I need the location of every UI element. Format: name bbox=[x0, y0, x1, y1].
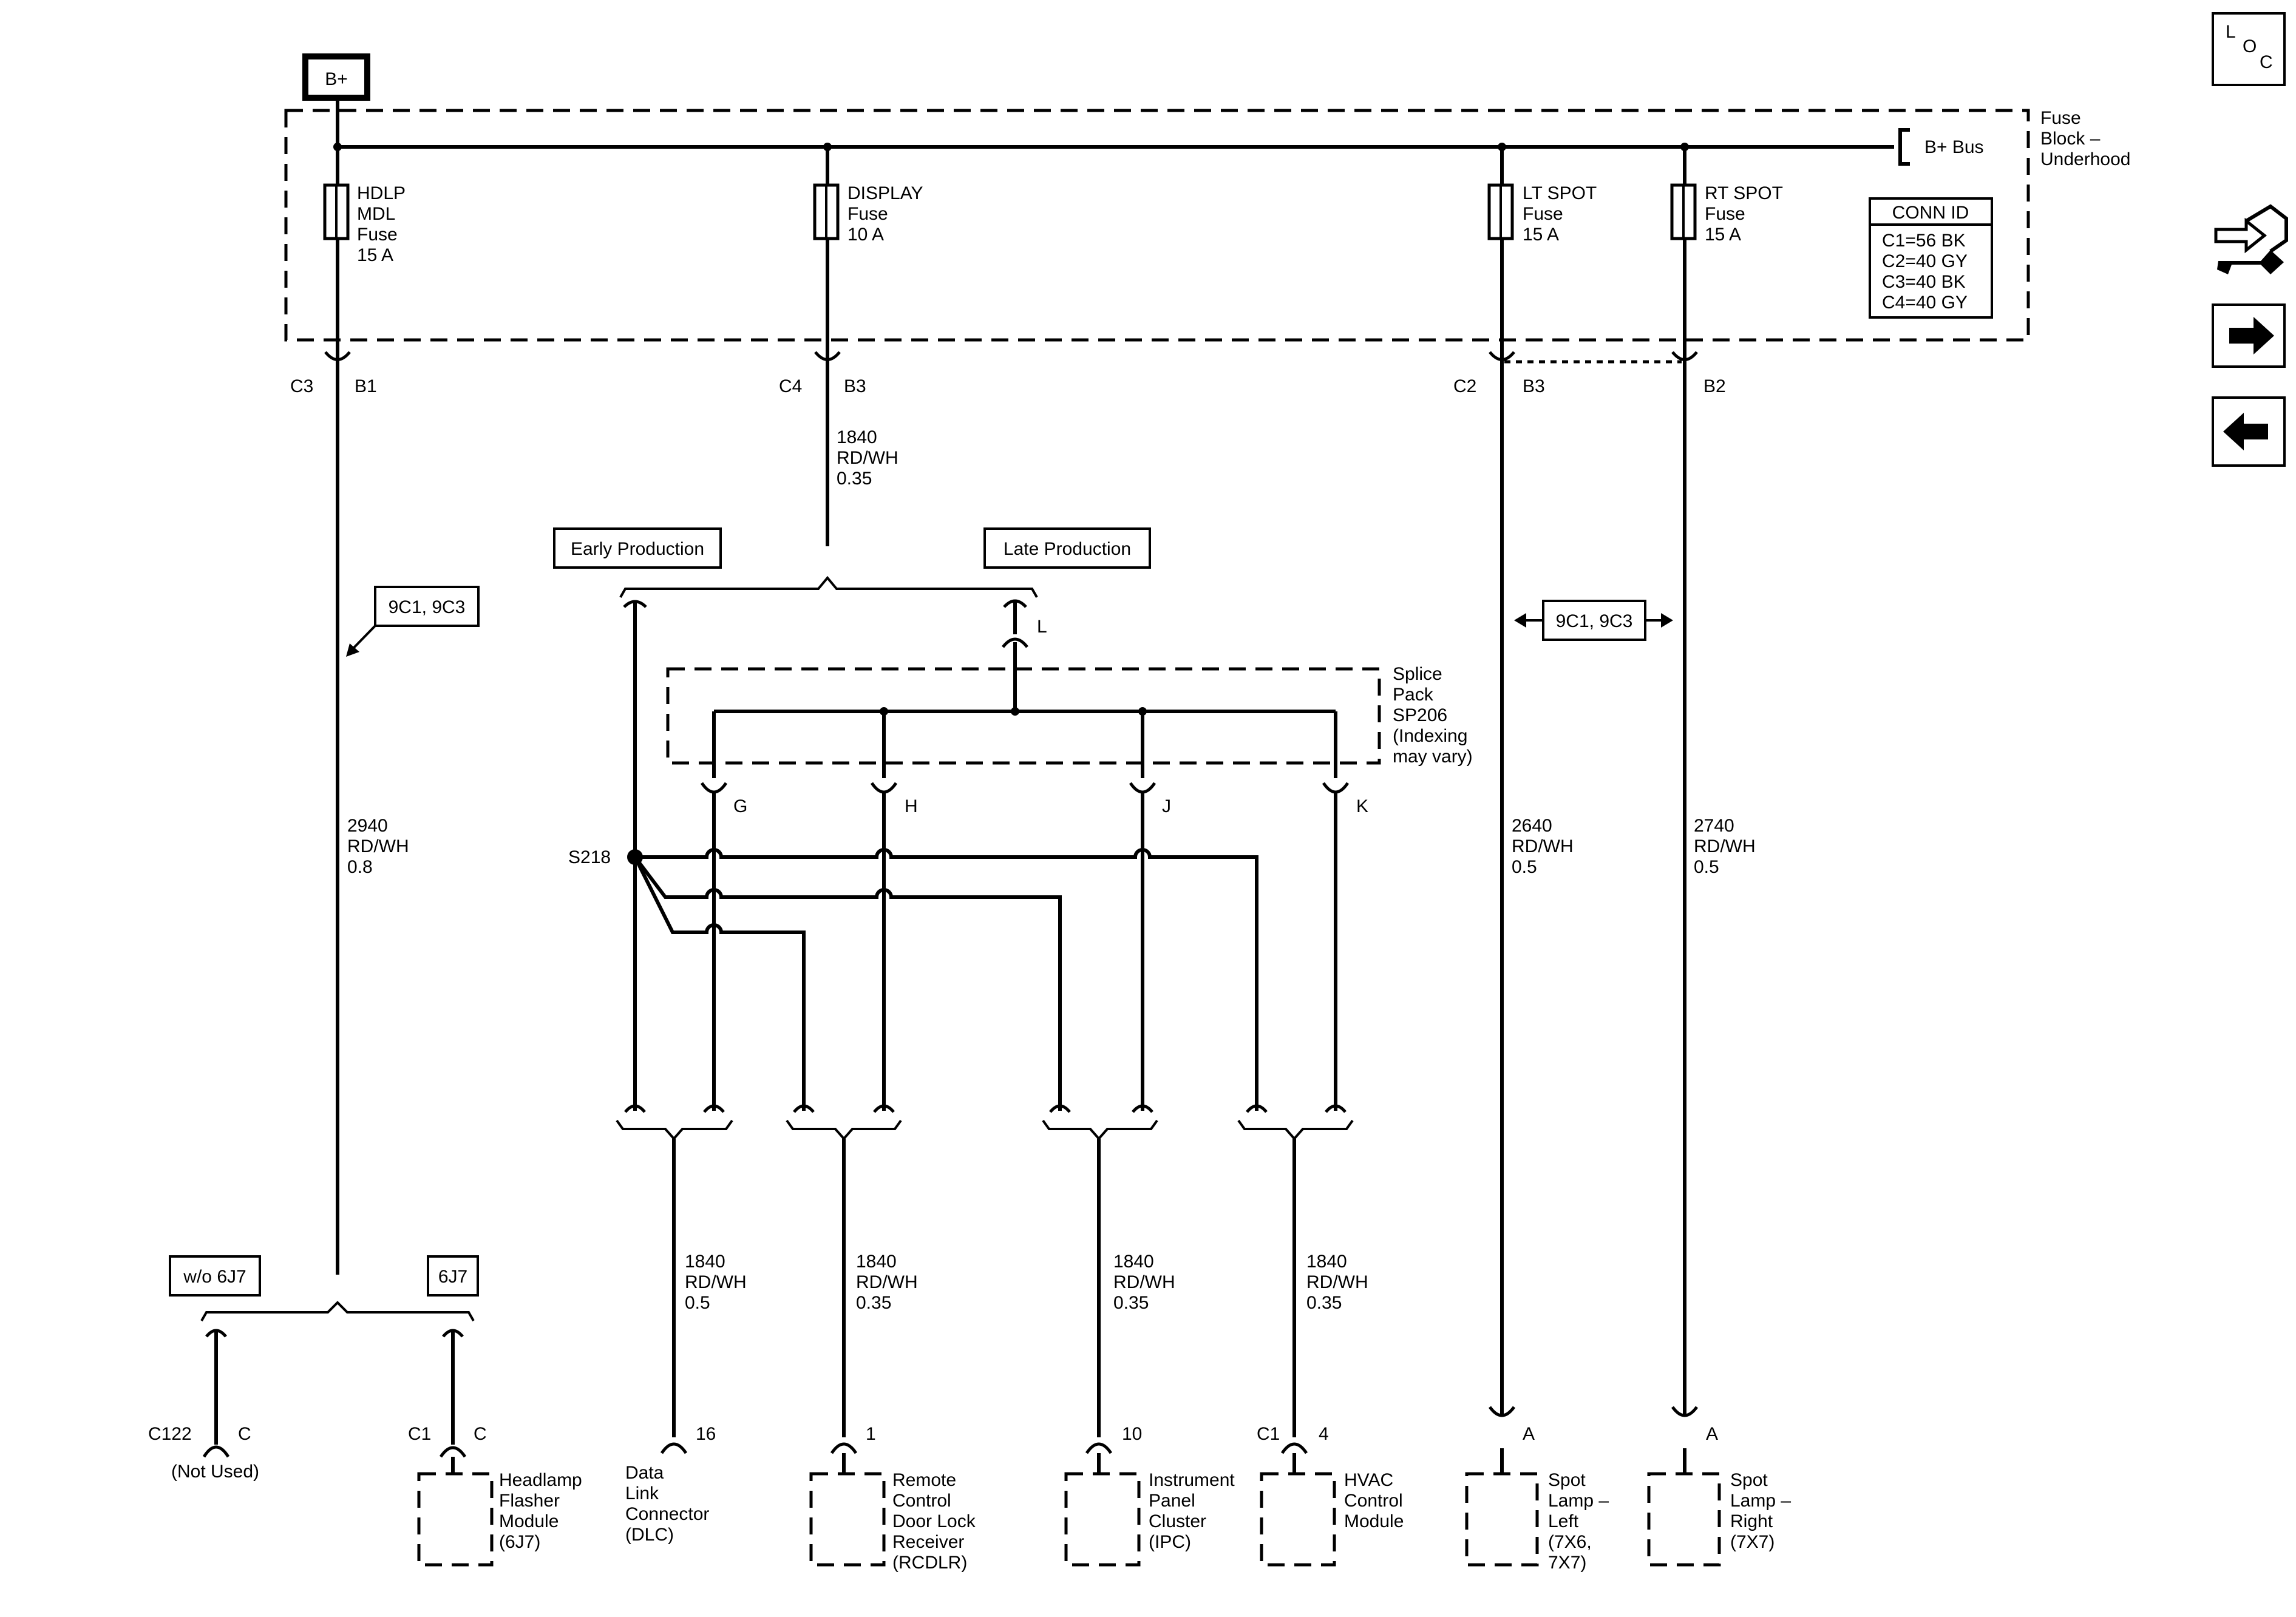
svg-text:Early Production: Early Production bbox=[571, 539, 704, 559]
previous-page-button[interactable] bbox=[2212, 396, 2286, 467]
conn-id-title: CONN ID bbox=[1892, 203, 1969, 223]
connector-k: K bbox=[1322, 782, 1368, 816]
connector-c1-headlamp-label: C1 bbox=[408, 1424, 431, 1444]
connector-l-label: L bbox=[1037, 617, 1047, 637]
connector-b3-label: B3 bbox=[844, 376, 866, 396]
svg-text:A: A bbox=[1523, 1424, 1535, 1444]
connector-c4-label: C4 bbox=[779, 376, 802, 396]
svg-text:16: 16 bbox=[696, 1424, 716, 1444]
svg-text:G: G bbox=[733, 796, 747, 816]
svg-text:K: K bbox=[1356, 796, 1368, 816]
svg-text:10: 10 bbox=[1122, 1424, 1142, 1444]
splice-s218-label: S218 bbox=[568, 847, 611, 867]
connector-views-icon-button[interactable] bbox=[2214, 204, 2288, 274]
option-6j7: 6J7 bbox=[427, 1255, 479, 1297]
reference-9c1-9c3-left[interactable]: 9C1, 9C3 bbox=[346, 586, 480, 657]
svg-text:C1: C1 bbox=[1257, 1424, 1280, 1444]
component-not-used: (Not Used) bbox=[171, 1462, 259, 1482]
svg-text:1: 1 bbox=[866, 1424, 876, 1444]
connector-h: H bbox=[870, 782, 918, 816]
conn-id-c4: C4=40 GY bbox=[1882, 293, 1968, 313]
connector-b2-label: B2 bbox=[1703, 376, 1726, 396]
splice-pack-sp206 bbox=[666, 667, 1381, 765]
connector-c3-label: C3 bbox=[290, 376, 313, 396]
connector-c2-b3: C2 B3 bbox=[1453, 340, 1545, 396]
connector-j: J bbox=[1129, 782, 1171, 816]
connector-c-headlamp-label: C bbox=[474, 1424, 487, 1444]
svg-text:9C1, 9C3: 9C1, 9C3 bbox=[1556, 611, 1633, 631]
svg-text:H: H bbox=[905, 796, 918, 816]
svg-text:4: 4 bbox=[1319, 1424, 1329, 1444]
svg-text:C: C bbox=[2260, 52, 2273, 72]
conn-id-c3: C3=40 BK bbox=[1882, 272, 1966, 292]
connector-c3-b1: C3 B1 bbox=[290, 340, 377, 396]
svg-text:6J7: 6J7 bbox=[438, 1267, 467, 1287]
svg-text:O: O bbox=[2243, 36, 2257, 56]
arrow-right-icon bbox=[2229, 317, 2274, 354]
connector-c122-label: C122 bbox=[148, 1424, 192, 1444]
option-wo-6j7: w/o 6J7 bbox=[169, 1255, 261, 1297]
next-page-button[interactable] bbox=[2212, 303, 2286, 368]
connector-b2: B2 bbox=[1671, 340, 1726, 396]
conn-id-c1: C1=56 BK bbox=[1882, 231, 1966, 251]
option-late-production: Late Production bbox=[983, 527, 1151, 569]
battery-positive-box: B+ bbox=[302, 53, 370, 101]
harness-pins bbox=[624, 1104, 1347, 1113]
svg-text:L: L bbox=[2226, 22, 2236, 42]
option-early-production: Early Production bbox=[553, 527, 722, 569]
connector-b1-label: B1 bbox=[355, 376, 377, 396]
svg-text:Late Production: Late Production bbox=[1004, 539, 1131, 559]
svg-text:A: A bbox=[1706, 1424, 1718, 1444]
svg-text:w/o 6J7: w/o 6J7 bbox=[183, 1267, 246, 1287]
location-icon-button[interactable]: L O C bbox=[2212, 12, 2286, 86]
connector-b3-lt-label: B3 bbox=[1523, 376, 1545, 396]
connector-c122-pin-label: C bbox=[238, 1424, 251, 1444]
connector-c2-label: C2 bbox=[1453, 376, 1476, 396]
conn-id-c2: C2=40 GY bbox=[1882, 251, 1968, 271]
reference-9c1-9c3-right[interactable]: 9C1, 9C3 bbox=[1514, 600, 1673, 641]
b-plus-bus-label: B+ Bus bbox=[1924, 137, 1984, 157]
connector-g: G bbox=[700, 782, 747, 816]
svg-text:9C1, 9C3: 9C1, 9C3 bbox=[389, 597, 466, 617]
arrow-left-icon bbox=[2223, 413, 2268, 450]
fuse-block-outline bbox=[284, 109, 2030, 342]
svg-text:J: J bbox=[1162, 796, 1171, 816]
conn-id-table: CONN ID C1=56 BK C2=40 GY C3=40 BK C4=40… bbox=[1869, 197, 1993, 319]
connector-c4-b3: C4 B3 bbox=[779, 340, 866, 396]
battery-positive-label: B+ bbox=[325, 69, 348, 89]
